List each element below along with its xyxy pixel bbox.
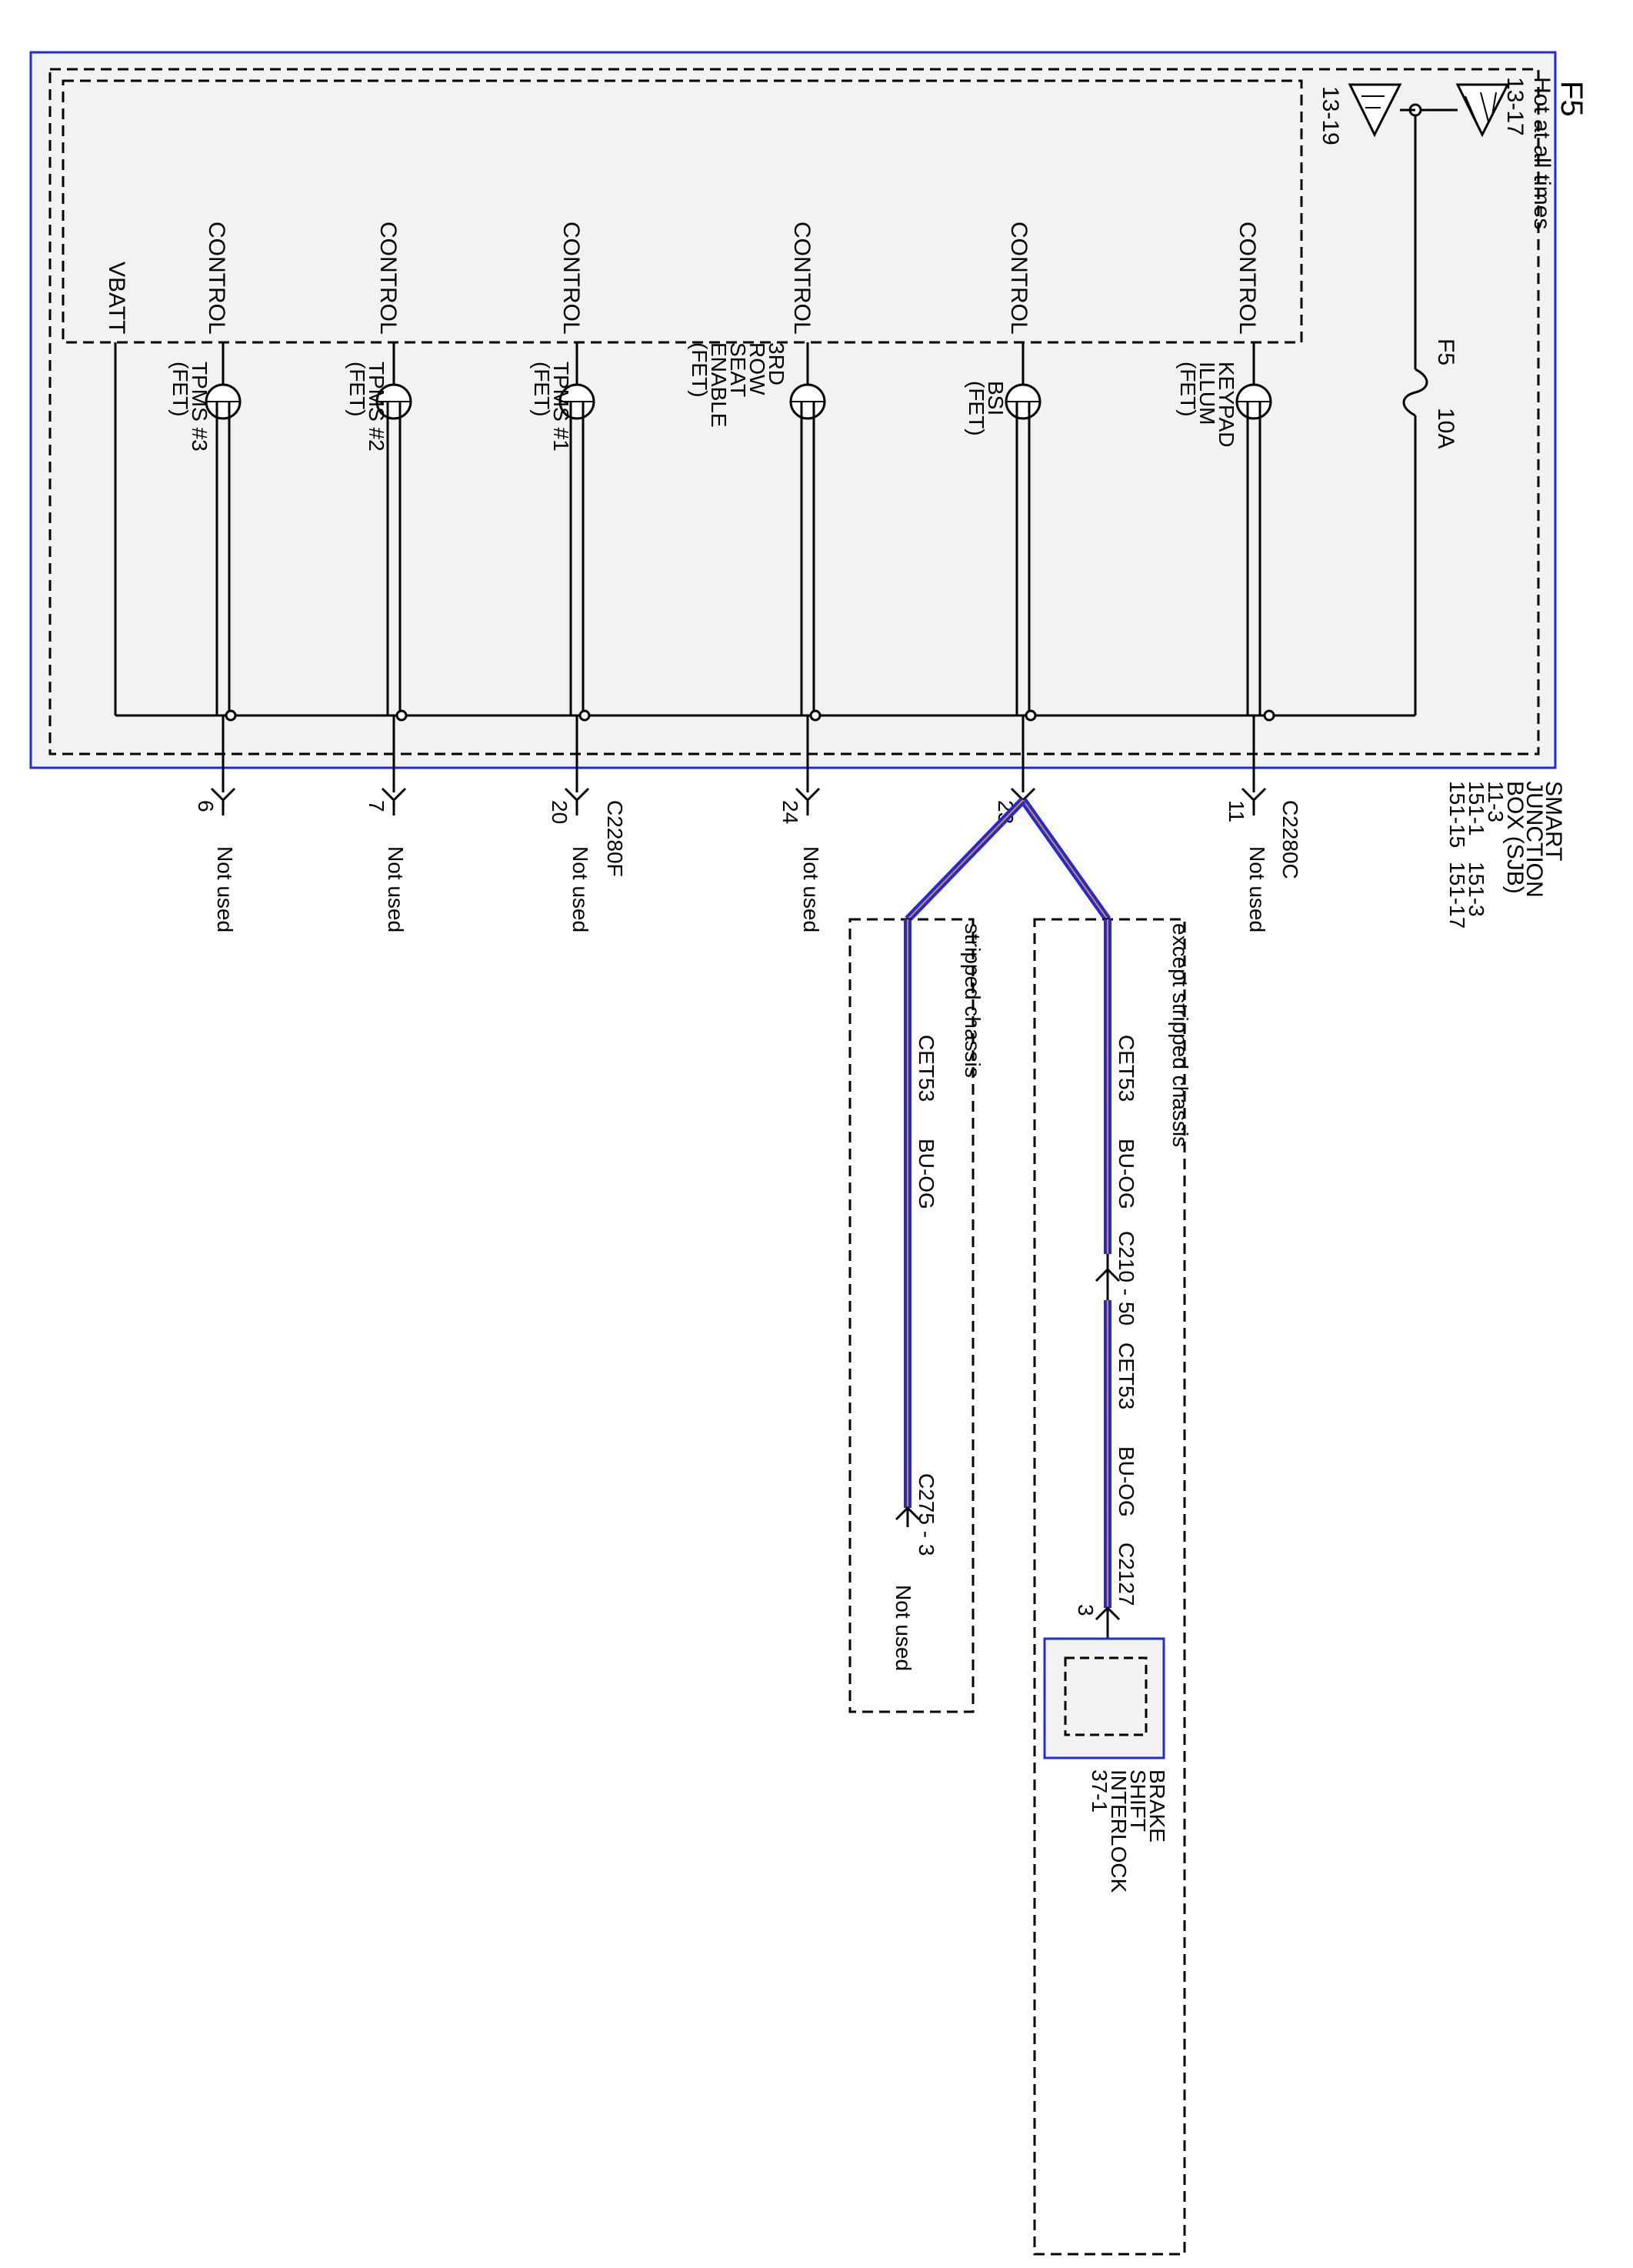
status-text: Not used [213,846,237,932]
component-inner-dashed [1064,1656,1148,1736]
status-text: Not used [568,846,592,932]
circuit-label: CET53 [1115,1342,1138,1409]
fet-desc-line: BSI [984,381,1008,415]
fet-desc-line: ILLUM [1195,362,1219,425]
pin-number: 11 [1225,800,1248,822]
channel-bsi: CONTROL BSI (FET) 23 [965,222,1041,824]
channel-3rd-row-seat-enable: CONTROL 3RD ROW SEAT ENABLE (FET) 24 Not… [688,222,826,932]
component-label: SHIFT [1126,1769,1150,1832]
sjb-ref: 151-15 [1445,781,1469,848]
control-label: CONTROL [1235,222,1260,335]
fuse-id: F5 [1433,339,1458,365]
control-label: CONTROL [558,222,584,335]
wire-split-except-orange [1022,799,1108,920]
wire-color-label: BU-OG [915,1139,938,1209]
ground-reference-icon [1348,83,1402,138]
status-text: Not used [799,846,823,932]
control-label: CONTROL [1006,222,1031,335]
fuse-rating: 10A [1433,408,1458,449]
wire-split-stripped-orange [907,799,1024,920]
pin-number: 24 [778,800,802,824]
component-label: 37-1 [1088,1769,1111,1813]
connector-id: C275 - 3 [915,1473,938,1556]
sjb-ref: 151-1 [1465,781,1488,836]
component-label: BRAKE [1145,1769,1169,1843]
fuse-icon [1402,368,1428,417]
channel-tpms-1: CONTROL TPMS #1 (FET) C2280F 20 Not used [530,222,627,932]
circuit-label: CET53 [915,1035,938,1102]
fet-desc-line: (FET) [688,342,712,398]
sjb-name-line: SMART [1541,781,1566,861]
pin-number: 6 [194,800,218,812]
fet-desc-line: ENABLE [707,342,731,428]
vbatt-label: VBATT [104,262,129,334]
wire-color-label: BU-OG [1115,1446,1138,1517]
pin-number: 7 [365,800,388,812]
connector-id: C2127 [1115,1543,1138,1606]
fet-desc-line: (FET) [530,362,554,417]
sjb-name-line: BOX (SJB) [1502,781,1528,894]
fet-desc-line: (FET) [1176,362,1200,417]
ground-ref-label: 13-19 [1318,86,1343,145]
status-text: Not used [891,1585,915,1671]
sjb-ref: 11-3 [1484,781,1508,822]
sjb-ref: 151-3 [1465,862,1488,917]
fet-desc-line: (FET) [965,381,988,436]
control-label: CONTROL [789,222,815,335]
branch-label: stripped chassis [961,923,985,1078]
fet-desc-line: TPMS #2 [365,362,388,452]
sjb-outer-dashed [48,68,1540,755]
fet-desc-line: ROW [745,342,769,395]
connector-id: C2280C [1278,800,1302,879]
status-text: Not used [1245,846,1269,932]
fet-desc-line: (FET) [168,362,192,417]
hot-at-all-times-label: Hot at all times [1529,77,1555,229]
fet-desc-line: SEAT [726,342,750,397]
pin-number: 20 [548,800,572,824]
component-label: INTERLOCK [1107,1769,1131,1893]
fet-desc-line: (FET) [345,362,369,417]
status-text: Not used [384,846,408,932]
fet-desc-line: 3RD [765,342,788,385]
control-label: CONTROL [375,222,401,335]
control-label: CONTROL [204,222,229,335]
fet-desc-line: TPMS #1 [549,362,573,452]
channel-keypad-illum: CONTROL KEYPAD ILLUM (FET) C2280C 11 Not… [1176,222,1302,932]
fet-desc-line: KEYPAD [1215,362,1238,448]
channel-tpms-2: CONTROL TPMS #2 (FET) 7 Not used [345,222,412,932]
inline-connector-id: C210 - 50 [1115,1231,1138,1326]
power-terminal-icon [1455,83,1510,138]
page-id: F5 [1555,81,1588,117]
sjb-control-dashed [62,79,1303,344]
circuit-label: CET53 [1115,1035,1138,1102]
connector-id: C2280F [603,800,627,877]
branch-label: except stripped chassis [1168,923,1192,1147]
pin-number: 3 [1074,1604,1098,1616]
wire-color-label: BU-OG [1115,1139,1138,1209]
sjb-name-line: JUNCTION [1521,781,1547,898]
sjb-ref: 151-17 [1445,862,1469,929]
fet-desc-line: TPMS #3 [188,362,212,452]
channel-tpms-3: CONTROL TPMS #3 (FET) 6 Not used [168,222,242,932]
